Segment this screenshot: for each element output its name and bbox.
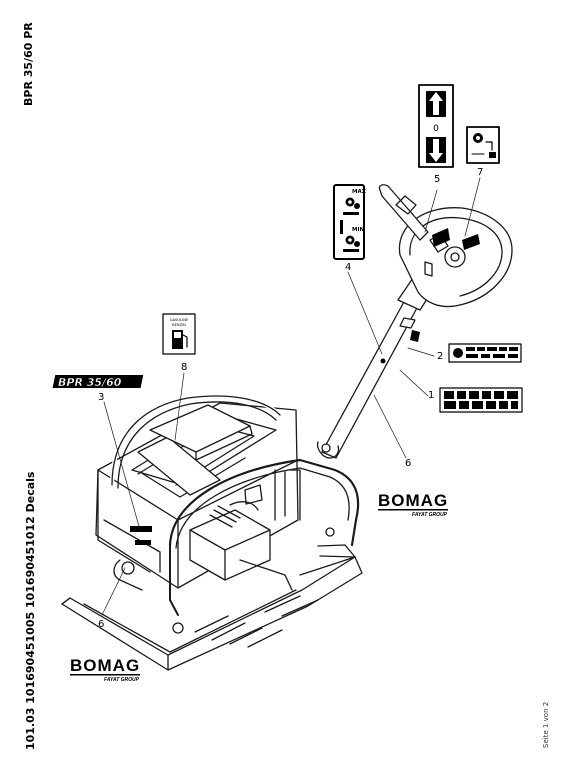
callout-6-left: 6 [98, 619, 104, 630]
brand-name: BOMAG [70, 656, 140, 675]
warning-decal-2 [448, 343, 522, 363]
model-badge-text: BPR 35/60 [58, 376, 122, 389]
callout-2: 2 [437, 351, 443, 362]
base-plate [61, 544, 363, 671]
brand-tagline: FAYAT GROUP [412, 512, 448, 518]
fuel-decal: GASOLINE BENZIN [162, 313, 196, 355]
engine-frame [95, 394, 360, 634]
guide-handle [316, 184, 513, 459]
callout-5: 5 [434, 174, 440, 185]
brand-name: BOMAG [378, 491, 448, 510]
leader-lines [101, 177, 481, 616]
brand-tagline: FAYAT GROUP [104, 677, 140, 683]
direction-decal: 0 [418, 84, 454, 168]
callout-1: 1 [428, 390, 434, 401]
callout-7: 7 [477, 167, 483, 178]
callout-labels: 1 2 3 4 5 7 8 6 6 [98, 167, 483, 630]
warning-decal-1 [439, 387, 523, 413]
pictogram-decal [466, 126, 500, 164]
throttle-max: MAX [352, 189, 367, 195]
throttle-decal: MAX MIN [333, 184, 367, 260]
fuel-title: GASOLINE [170, 318, 189, 322]
callout-4: 4 [345, 262, 351, 273]
callout-3: 3 [98, 392, 104, 403]
callout-8: 8 [181, 362, 187, 373]
fuel-subtitle: BENZIN [172, 323, 186, 327]
brand-logo-left: BOMAG FAYAT GROUP [70, 656, 140, 683]
callout-6-right: 6 [405, 458, 411, 469]
model-badge-decal: BPR 35/60 [52, 375, 144, 389]
direction-value: 0 [433, 124, 439, 134]
throttle-min: MIN [352, 227, 365, 233]
brand-logo-right: BOMAG FAYAT GROUP [378, 491, 448, 518]
